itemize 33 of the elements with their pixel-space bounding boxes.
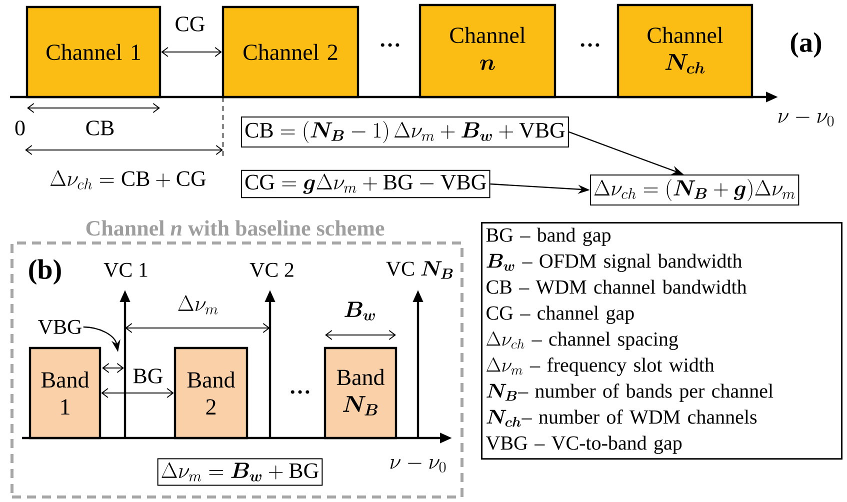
- dimension-label: $\Delta\nu_{ch}=\mathrm{CB}+\mathrm{CG}$: [50, 170, 206, 190]
- channel-box: Channel 1: [26, 6, 162, 98]
- panel-title: Channel n with baseline scheme: [86, 220, 384, 236]
- formula-box: $\Delta\nu_m=\boldsymbol{B_w}+\mathrm{BG}$: [157, 458, 323, 486]
- dimension-label: $\Delta\nu_m$: [178, 295, 218, 314]
- ellipsis: …: [580, 43, 600, 47]
- carrier-label: VC 2: [250, 262, 294, 278]
- band-box: Band 1: [28, 346, 102, 440]
- band-box: $\begin{array}{c}\text{Band}\\ \boldsymbol{N_B}\end{array}$: [324, 346, 398, 440]
- dimension-arrow: [101, 388, 174, 398]
- formula-box: $\Delta\nu_{ch}=(\boldsymbol{N_B}+\boldsymbol{g})\Delta\nu_m$: [590, 174, 800, 206]
- ellipsis: …: [380, 43, 400, 47]
- panel-label: (b): [29, 259, 61, 285]
- channel-box: Channel 2: [222, 6, 360, 98]
- edge-label: CG: [174, 16, 206, 32]
- axis-label: $\nu-\nu_0$: [778, 113, 834, 126]
- carrier-label: VC 1: [104, 262, 148, 278]
- channel-box: $\begin{array}{c}\text{Channel}\\ \boldsymbol{n}\end{array}$: [418, 4, 556, 98]
- ellipsis: …: [290, 390, 310, 394]
- channel-box: $\begin{array}{c}\text{Channel}\\ \boldsymbol{N_{ch}}\end{array}$: [616, 4, 754, 98]
- formula-box: $\mathrm{CG}=\boldsymbol{g}\Delta\nu_m+\mathrm{BG}-\mathrm{VBG}$: [241, 170, 490, 198]
- axis-label: 0: [15, 120, 25, 136]
- bare-text: VBG: [38, 320, 82, 334]
- dimension-label: CB: [86, 120, 114, 136]
- formula-box: $\mathrm{CB}=\left(\boldsymbol{N_B}-1\right)\Delta\nu_m+\boldsymbol{B_w}+\mathrm{VBG}$: [241, 116, 569, 148]
- dimension-label: $\boldsymbol{B_w}$: [344, 302, 375, 320]
- carrier-label: $\text{VC }\boldsymbol{N_B}$: [386, 261, 453, 279]
- dimension-arrow: [161, 47, 222, 57]
- band-box: Band 2: [174, 346, 248, 440]
- panel-label: (a): [790, 32, 822, 58]
- glossary-box: BG – band gap $\boldsymbol{B_w}\text{ – OFDM signal bandwidth}$ CB – WDM channel bandwidth CG – channel gap $\Delta\nu_{ch}\text{ – channel spacing}$ $\Delta\nu_m\text{ – frequency slot width}$ $\boldsymbol{N_B}\text{– number of bands per channel}$ $\boldsymbol{N_{ch}}\text{– number of WDM channels}$ VBG – VC-to-band gap: [481, 222, 842, 460]
- edge-label: BG: [132, 368, 164, 384]
- axis-label: $\nu-\nu_0$: [390, 459, 446, 472]
